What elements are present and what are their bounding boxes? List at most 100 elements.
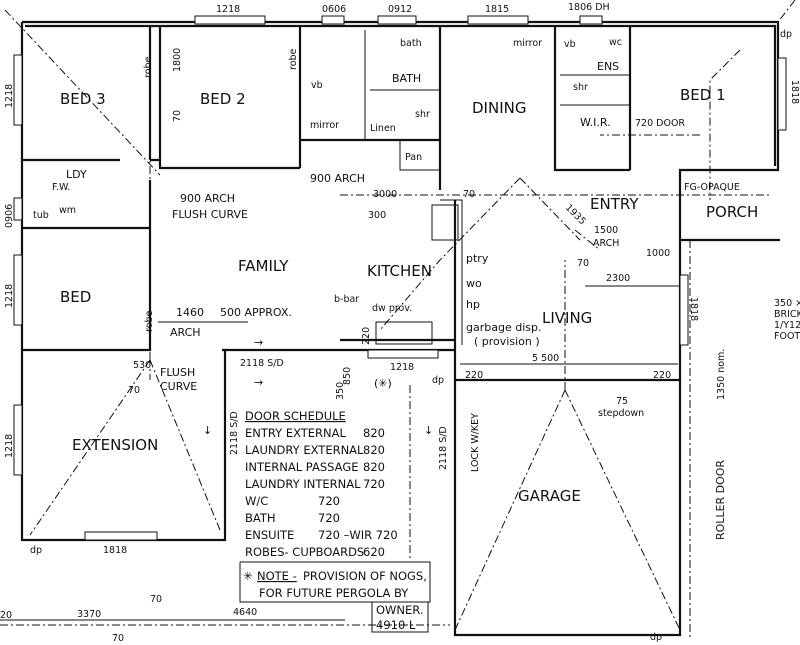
downpipe-label: dp [650, 632, 662, 643]
room-bed2: BED 2 [200, 90, 246, 108]
dimension: 5 500 [532, 353, 559, 364]
dimension: 70 [128, 385, 140, 396]
dimension: 3370 [77, 609, 101, 620]
provision-label: ( provision ) [474, 335, 540, 348]
dimension: 220 [361, 327, 372, 345]
dimension: 1935 [563, 202, 588, 227]
downpipe-label: dp [780, 29, 792, 40]
window-size: 1218 [4, 434, 15, 458]
note-box [239, 561, 431, 633]
schedule-row-value: 720 [363, 477, 385, 491]
window-labels: 1218 0606 0912 1815 1806 DH 1218 0906 12… [4, 2, 800, 556]
walls [20, 20, 780, 637]
note-text: OWNER. [376, 603, 424, 617]
windows [13, 15, 787, 541]
pergola-note: ✳ NOTE - PROVISION OF NOGS, FOR FUTURE P… [243, 569, 427, 632]
mirror-label: mirror [310, 120, 339, 131]
floor-waste-label: F.W. [52, 182, 70, 193]
window-size: 1806 DH [568, 2, 610, 13]
note-text: PROVISION OF NOGS, [303, 569, 427, 583]
schedule-row-name: ENSUITE [245, 528, 294, 542]
dimension: 1500 [594, 225, 618, 236]
room-labels: BED 3 BED 2 BATH DINING BED 1 ENS W.I.R.… [60, 60, 758, 505]
arch-label: 900 ARCH [310, 172, 365, 185]
dimension: 1800 [172, 48, 183, 72]
lock-label: LOCK W/KEY [470, 413, 481, 472]
door-schedule-title: DOOR SCHEDULE [245, 409, 346, 423]
linen-label: Linen [370, 123, 396, 134]
dimension: 1350 nom. [716, 349, 727, 400]
dimension: 1460 [176, 306, 204, 319]
schedule-row-value: 820 [363, 443, 385, 457]
dimension: 4640 [233, 607, 257, 618]
note-text: FOR FUTURE PERGOLA BY [259, 586, 409, 600]
asterisk-icon: ✳ [243, 569, 253, 583]
footing-note: 350 × [774, 298, 800, 309]
washing-machine-label: wm [59, 205, 76, 216]
flush-curve-label: CURVE [160, 380, 197, 393]
sliding-door-label: 2118 S/D [438, 426, 449, 470]
downpipe-label: dp [432, 375, 444, 386]
note-text: 4910 L [376, 618, 416, 632]
flush-curve-label: FLUSH CURVE [172, 208, 248, 221]
room-wir: W.I.R. [580, 116, 611, 129]
footing-note: 1/Y12 [774, 320, 800, 331]
room-bed1: BED 1 [680, 86, 726, 104]
window-size: 1218 [216, 4, 240, 15]
fixture-labels: robe robe robe bath vb vb wc shr shr Lin… [30, 29, 792, 643]
room-garage: GARAGE [518, 487, 581, 505]
schedule-row-value: 820 [363, 460, 385, 474]
window-size: 1218 [4, 284, 15, 308]
schedule-row-value: 620 [363, 545, 385, 559]
bath-tub-label: bath [400, 38, 422, 49]
shower-label: shr [573, 82, 588, 93]
schedule-row-name: INTERNAL PASSAGE [245, 460, 359, 474]
pergola-marker: (✳) [374, 377, 392, 390]
schedule-row-name: LAUNDRY INTERNAL [245, 477, 361, 491]
dimension-labels: 1800 70 900 ARCH 900 ARCH FLUSH CURVE 30… [0, 48, 800, 644]
room-bath: BATH [392, 72, 421, 85]
arch-label: ARCH [593, 238, 619, 249]
mirror-label: mirror [513, 38, 542, 49]
window-size: 1815 [485, 4, 509, 15]
footing-note: FOOTI [774, 331, 800, 342]
tub-label: tub [33, 210, 49, 221]
arrow-down-icon: ↓ [203, 424, 212, 437]
room-living: LIVING [542, 309, 592, 327]
window-size: 1218 [390, 362, 414, 373]
schedule-row-name: BATH [245, 511, 276, 525]
dimension: 530 [133, 360, 151, 371]
pantry-label: ptry [466, 252, 489, 265]
footing-note: BRICK [774, 309, 800, 320]
pantry-label: Pan [405, 152, 422, 163]
room-bed3: BED 3 [60, 90, 106, 108]
window-size: 1818 [789, 80, 800, 104]
room-ens: ENS [597, 60, 619, 73]
robe-label: robe [143, 56, 154, 78]
glass-label: FG-OPAQUE [684, 182, 740, 193]
arrow-icon: → [254, 376, 263, 389]
dimension: 350 [335, 382, 346, 400]
schedule-row-value: 720 –WIR 720 [318, 528, 398, 542]
dishwasher-label: dw prov. [372, 303, 412, 314]
room-porch: PORCH [706, 203, 758, 221]
schedule-row-name: ROBES- CUPBOARDS [245, 545, 364, 559]
door-label: 720 DOOR [635, 118, 685, 129]
breakfast-bar-label: b-bar [334, 294, 359, 305]
window-size: 0912 [388, 4, 412, 15]
dimension: 70 [150, 594, 162, 605]
flush-curve-label: FLUSH [160, 366, 195, 379]
window-size: 0606 [322, 4, 346, 15]
window-size: 1818 [103, 545, 127, 556]
arch-label: 900 ARCH [180, 192, 235, 205]
room-kitchen: KITCHEN [367, 262, 432, 280]
roller-door-label: ROLLER DOOR [714, 460, 727, 540]
room-extension: EXTENSION [72, 436, 158, 454]
dimension: 70 [577, 258, 589, 269]
dimension: 220 [653, 370, 671, 381]
schedule-row-value: 720 [318, 511, 340, 525]
dimension: 70 [172, 110, 183, 122]
vanity-basin: vb [564, 39, 576, 50]
window-size: 1218 [4, 84, 15, 108]
